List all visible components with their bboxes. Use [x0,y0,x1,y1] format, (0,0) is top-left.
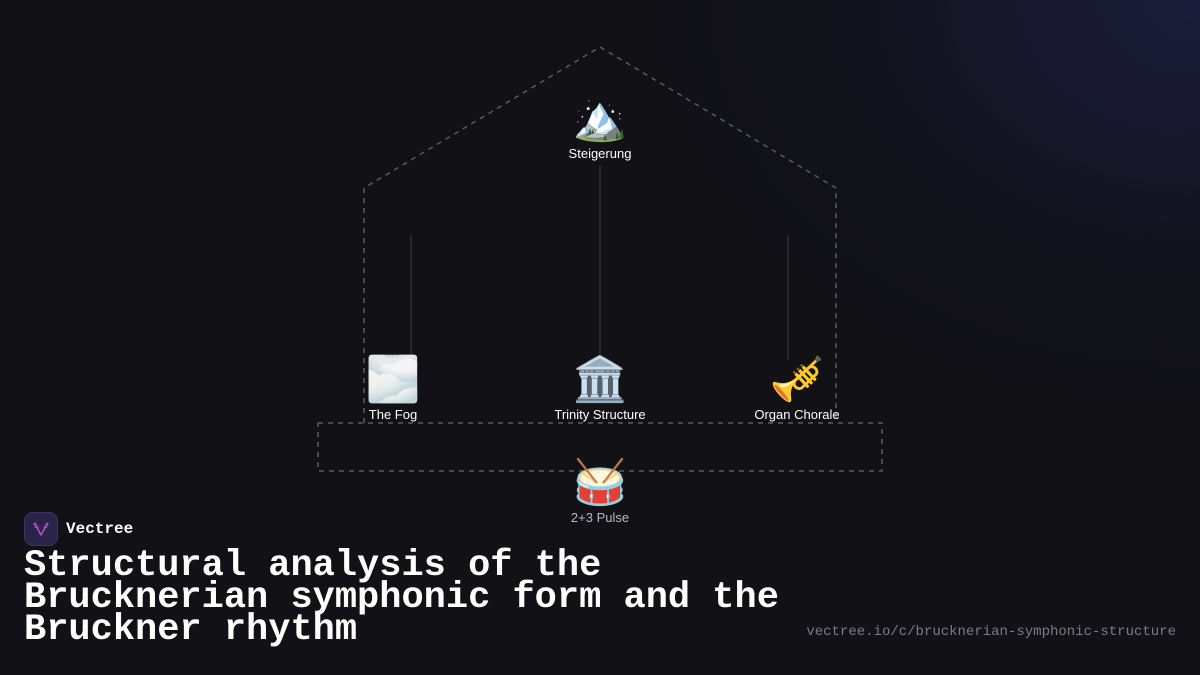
foundation-outline [317,422,883,472]
page-title: Structural analysis of the Brucknerian s… [24,545,779,651]
trumpet-icon: 🎺 [769,354,825,405]
classical-building-icon: 🏛️ [572,354,628,405]
node-organ-chorale[interactable]: 🎺 Organ Chorale [754,354,840,423]
node-label: Organ Chorale [754,407,840,422]
node-pulse[interactable]: 🥁 2+3 Pulse [570,457,630,526]
drum-icon: 🥁 [572,457,628,508]
node-steigerung[interactable]: 🏔️ Steigerung [568,93,632,162]
node-label: 2+3 Pulse [570,510,630,525]
fog-icon: 🌫️ [365,354,421,405]
node-label: The Fog [368,407,418,422]
page-url[interactable]: vectree.io/c/brucknerian-symphonic-struc… [806,624,1176,640]
node-label: Trinity Structure [554,407,646,422]
node-trinity-structure[interactable]: 🏛️ Trinity Structure [554,354,646,423]
vectree-logo-icon [24,512,58,546]
brand[interactable]: Vectree [24,512,133,546]
house-outline [363,46,837,423]
brand-name: Vectree [66,520,134,538]
mountain-icon: 🏔️ [572,93,628,144]
node-label: Steigerung [568,146,632,161]
node-the-fog[interactable]: 🌫️ The Fog [365,354,421,423]
